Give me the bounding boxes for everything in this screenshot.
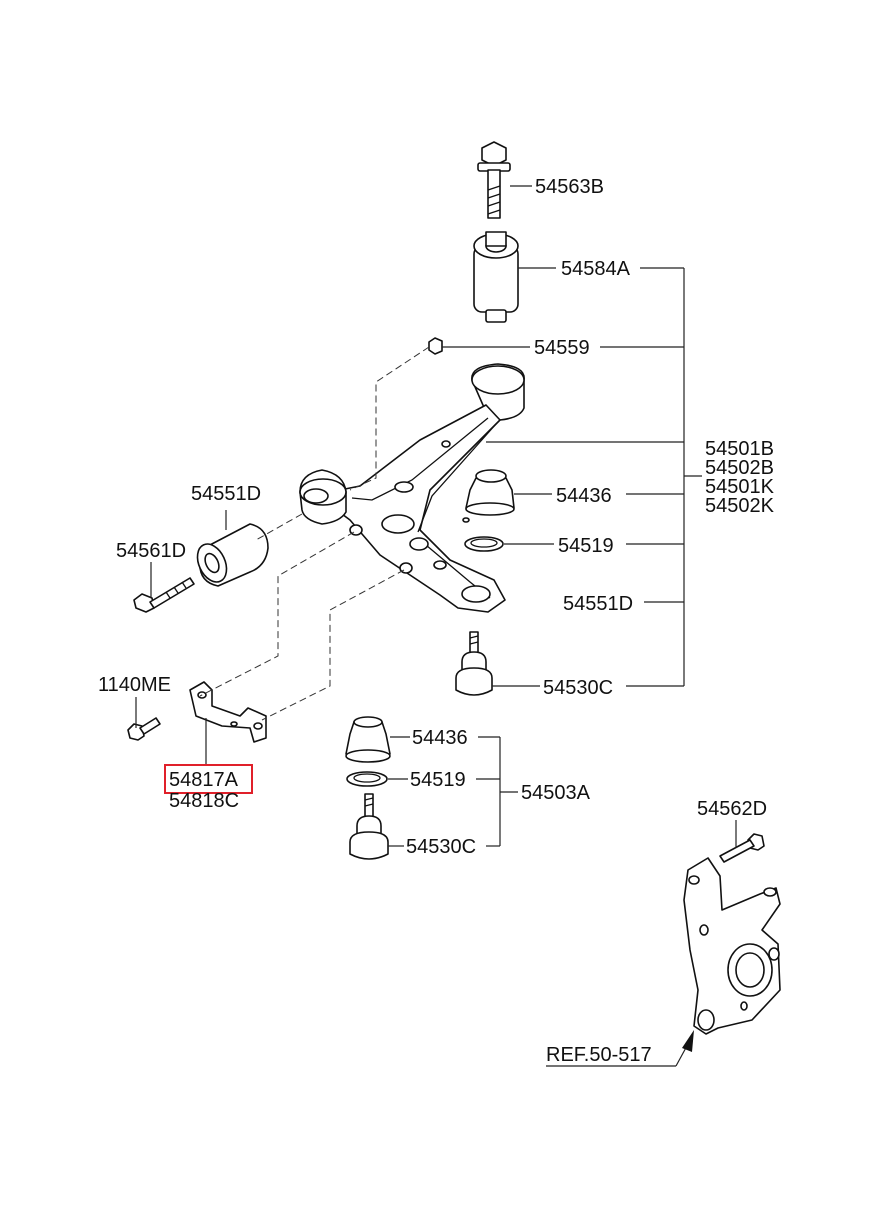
- label-54817a[interactable]: 54817A: [169, 769, 239, 791]
- bolt-54562d-drawing: [719, 833, 765, 863]
- label-54436-lower[interactable]: 54436: [412, 727, 468, 749]
- label-1140me[interactable]: 1140ME: [98, 674, 171, 696]
- knuckle-drawing: [683, 857, 781, 1035]
- highlight-box: [164, 764, 253, 794]
- label-54584a[interactable]: 54584A: [561, 258, 631, 280]
- label-54502k[interactable]: 54502K: [705, 495, 775, 517]
- label-54551d-right[interactable]: 54551D: [563, 593, 633, 615]
- label-54501k[interactable]: 54501K: [705, 476, 775, 498]
- label-54561d[interactable]: 54561D: [116, 540, 186, 562]
- label-54530c-upper[interactable]: 54530C: [543, 677, 613, 699]
- label-ref-50-517[interactable]: REF.50-517: [546, 1044, 652, 1066]
- balljoint-54530c-upper-drawing: [455, 631, 493, 696]
- label-54559[interactable]: 54559: [534, 337, 590, 359]
- bolt-1140me-drawing: [127, 717, 161, 741]
- nut-54559-drawing: [428, 337, 443, 355]
- bolt-54561d-drawing: [133, 577, 195, 613]
- ring-54519-upper-drawing: [464, 536, 504, 552]
- label-54530c-lower[interactable]: 54530C: [406, 836, 476, 858]
- label-54501b[interactable]: 54501B: [705, 438, 774, 460]
- label-54502b[interactable]: 54502B: [705, 457, 774, 479]
- bushing-54584a-drawing: [473, 231, 519, 323]
- bracket-54817a-drawing: [189, 681, 267, 743]
- boot-54436-lower-drawing: [345, 716, 391, 763]
- label-54562d[interactable]: 54562D: [697, 798, 767, 820]
- label-54519-upper[interactable]: 54519: [558, 535, 614, 557]
- label-54563b[interactable]: 54563B: [535, 176, 604, 198]
- label-54519-lower[interactable]: 54519: [410, 769, 466, 791]
- label-54503a[interactable]: 54503A: [521, 782, 591, 804]
- label-54818c[interactable]: 54818C: [169, 790, 239, 812]
- balljoint-54530c-lower-drawing: [349, 793, 389, 860]
- boot-54436-upper-drawing: [465, 469, 515, 516]
- bolt-54563b-drawing: [477, 141, 511, 219]
- leader-lines: [135, 185, 737, 1067]
- control-arm-drawing: [299, 363, 525, 613]
- ring-54519-lower-drawing: [346, 771, 388, 787]
- dashed-assembly-lines: [199, 346, 430, 721]
- part-labels: 54563B 54584A 54559 54501B 54502B 54501K…: [98, 176, 775, 1066]
- label-54551d-left[interactable]: 54551D: [191, 483, 261, 505]
- label-54436-upper[interactable]: 54436: [556, 485, 612, 507]
- bushing-54551d-left-drawing: [196, 523, 269, 587]
